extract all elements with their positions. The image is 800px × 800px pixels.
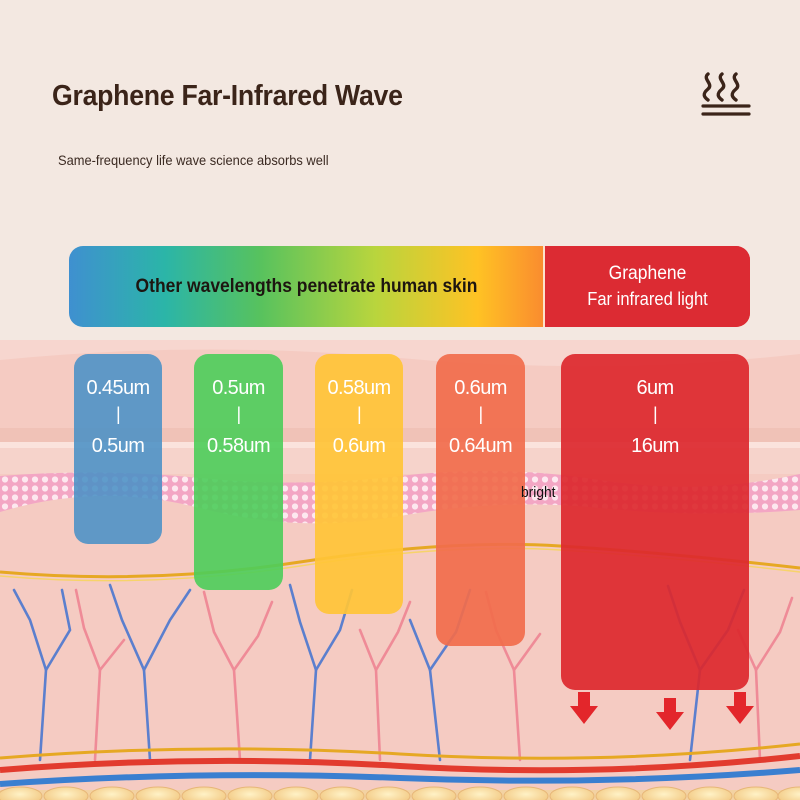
- band-separator: |: [478, 404, 483, 424]
- band-separator: |: [115, 404, 121, 424]
- other-wavelengths-label: Other wavelengths penetrate human skin: [135, 276, 478, 297]
- band-to-value: 0.58um: [206, 435, 271, 457]
- wavelength-band-orange: 0.6um | 0.64um: [436, 354, 525, 646]
- graphene-label: Graphene: [608, 263, 687, 284]
- band-to-value: 0.64um: [448, 435, 513, 457]
- band-to-value: 16um: [631, 435, 679, 457]
- bright-annotation: bright: [521, 484, 556, 501]
- page-title: Graphene Far-Infrared Wave: [52, 80, 403, 112]
- wavelength-band-yellow: 0.58um | 0.6um: [315, 354, 403, 614]
- band-from-value: 0.5um: [212, 377, 265, 399]
- band-from-value: 0.6um: [454, 377, 507, 399]
- band-from-value: 6um: [636, 377, 674, 399]
- wavelength-band-graphene: 6um | 16um: [561, 354, 749, 690]
- page-subtitle: Same-frequency life wave science absorbs…: [58, 152, 329, 168]
- heat-waves-icon: [701, 72, 751, 116]
- wavelength-spectrum-bar: Other wavelengths penetrate human skin G…: [69, 246, 750, 327]
- wavelength-band-blue: 0.45um | 0.5um: [74, 354, 162, 544]
- band-separator: |: [236, 404, 241, 424]
- far-infrared-light-label: Far infrared light: [587, 289, 708, 309]
- spectrum-divider: [543, 246, 545, 327]
- band-from-value: 0.45um: [86, 377, 150, 399]
- graphene-far-infrared-segment: Graphene Far infrared light: [545, 246, 750, 327]
- band-to-value: 0.5um: [91, 435, 145, 457]
- wavelength-band-green: 0.5um | 0.58um: [194, 354, 283, 590]
- band-to-value: 0.6um: [332, 435, 386, 457]
- band-separator: |: [356, 404, 362, 424]
- band-from-value: 0.58um: [327, 377, 391, 399]
- band-separator: |: [652, 404, 658, 424]
